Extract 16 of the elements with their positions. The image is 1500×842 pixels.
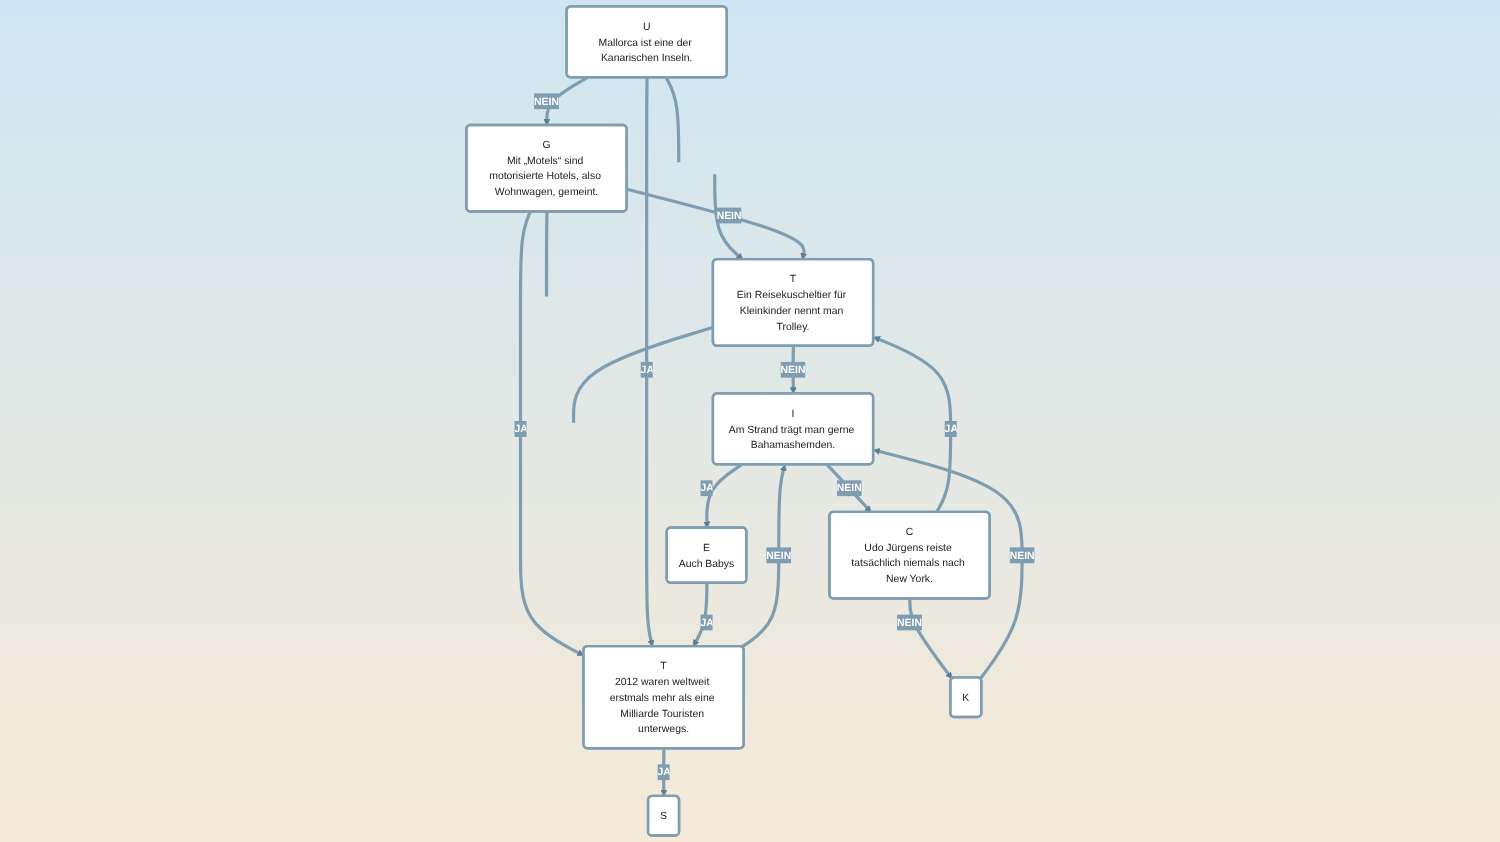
- arrow: [712, 174, 743, 260]
- arrow: [740, 464, 787, 649]
- connector: [664, 76, 680, 163]
- arrow: [872, 448, 1024, 680]
- connector: [571, 325, 714, 423]
- arrow: [872, 336, 952, 514]
- arrow: [825, 463, 871, 513]
- connector: [544, 211, 548, 297]
- arrow: [518, 211, 584, 656]
- arrow: [659, 748, 667, 797]
- arrow: [702, 463, 743, 529]
- arrow: [542, 76, 588, 126]
- arrow: [644, 77, 654, 647]
- arrow: [692, 583, 708, 647]
- arrow: [626, 187, 807, 260]
- arrow: [907, 598, 952, 680]
